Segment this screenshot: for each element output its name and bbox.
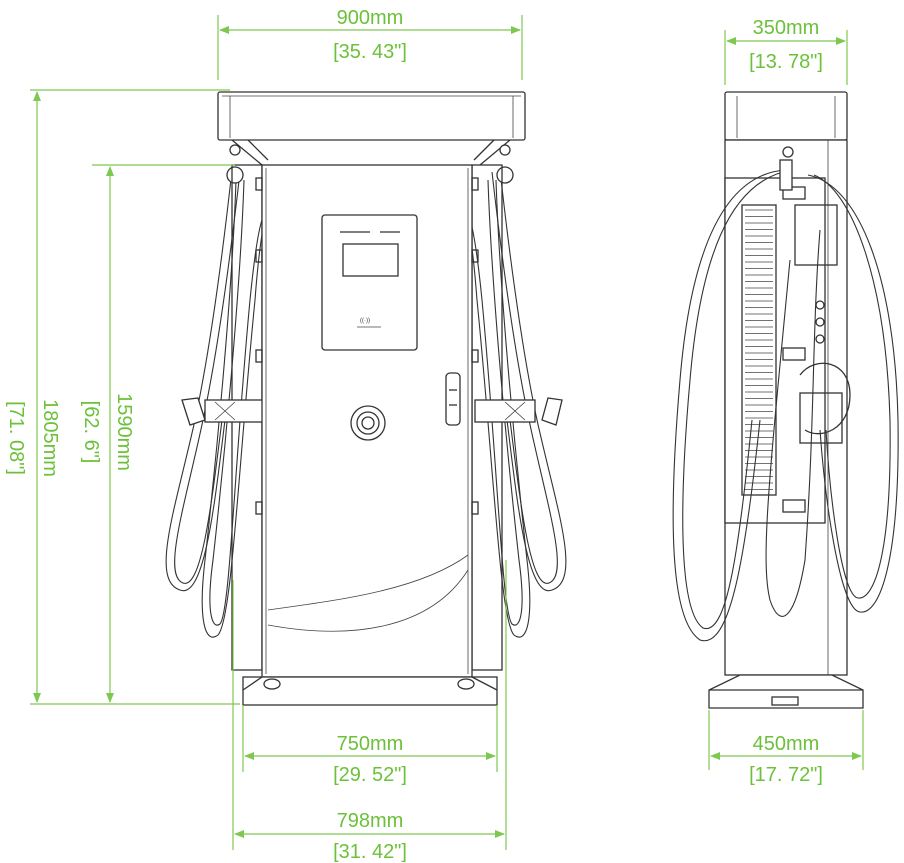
dim-900-mm: 900mm xyxy=(337,7,404,29)
svg-text:((·)): ((·)) xyxy=(360,318,370,324)
dim-450-mm: 450mm xyxy=(753,733,820,755)
dimension-lines xyxy=(30,15,864,850)
dim-450-inch: [17. 72"] xyxy=(749,764,823,786)
dim-1590-inch: [62. 6"] xyxy=(80,401,102,464)
dim-350-mm: 350mm xyxy=(753,17,820,39)
screen xyxy=(342,243,399,277)
dim-350-inch: [13. 78"] xyxy=(749,51,823,73)
rfid-icon: ((·)) xyxy=(357,318,381,328)
vent-grille xyxy=(741,204,777,496)
side-base xyxy=(708,674,864,709)
emergency-stop-icon xyxy=(350,405,386,441)
front-view: ((·)) xyxy=(165,91,567,706)
front-canopy xyxy=(217,91,526,141)
dim-1805-mm: 1805mm xyxy=(39,399,61,477)
dim-750-mm: 750mm xyxy=(337,733,404,755)
dim-900-inch: [35. 43"] xyxy=(333,41,407,63)
right-cable xyxy=(465,144,567,638)
front-base xyxy=(242,676,498,706)
dimension-labels: 900mm [35. 43"] 350mm [13. 78"] 1805mm [… xyxy=(5,7,823,863)
side-canopy xyxy=(724,91,848,141)
dim-1590-mm: 1590mm xyxy=(113,393,135,471)
door-handle xyxy=(445,372,461,426)
dim-1805-inch: [71. 08"] xyxy=(5,401,27,475)
dim-798-mm: 798mm xyxy=(337,810,404,832)
display-panel xyxy=(321,214,418,351)
left-cable xyxy=(165,144,267,638)
side-view xyxy=(672,91,899,709)
dim-750-inch: [29. 52"] xyxy=(333,764,407,786)
dim-798-inch: [31. 42"] xyxy=(333,841,407,863)
